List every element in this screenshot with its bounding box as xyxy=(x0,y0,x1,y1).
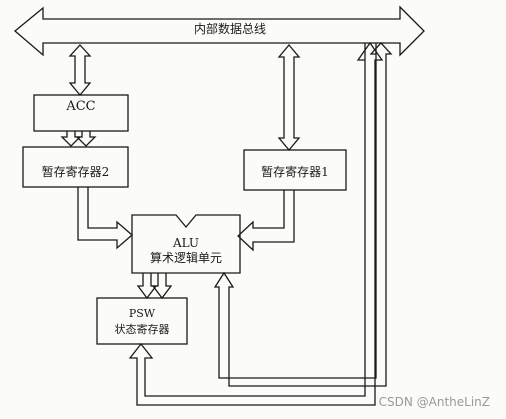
psw-label: PSW 状态寄存器 xyxy=(97,306,187,338)
watermark: CSDN @AntheLinZ xyxy=(378,395,490,409)
bus-temp1-arrow xyxy=(277,43,301,152)
alu-box xyxy=(131,214,241,274)
acc-temp2-arrow-left xyxy=(60,131,82,147)
temp-register-1-box xyxy=(243,149,347,191)
psw-box xyxy=(96,297,188,345)
bus-psw-feedback-arrow xyxy=(128,41,384,406)
alu-title: ALU xyxy=(172,236,200,250)
temp-register-2-box xyxy=(22,146,129,188)
alu-subtitle: 算术逻辑单元 xyxy=(149,251,222,265)
alu-label: ALU 算术逻辑单元 xyxy=(132,236,240,266)
temp-register-1-label: 暂存寄存器1 xyxy=(261,165,329,179)
psw-title: PSW xyxy=(128,307,156,320)
bus-label: 内部数据总线 xyxy=(193,22,266,36)
bus-alu-feedback-arrow xyxy=(213,42,393,387)
acc-temp2-arrow-right xyxy=(75,131,97,147)
alu-psw-arrow-right xyxy=(151,273,173,300)
bus-acc-arrow xyxy=(68,44,92,97)
acc-box xyxy=(33,94,129,132)
temp-register-2-label: 暂存寄存器2 xyxy=(41,165,110,179)
acc-label: ACC xyxy=(66,99,96,114)
temp1-alu-arrow xyxy=(237,190,295,252)
internal-data-bus xyxy=(13,5,425,57)
temp2-alu-arrow xyxy=(77,187,133,250)
psw-subtitle: 状态寄存器 xyxy=(114,323,170,336)
